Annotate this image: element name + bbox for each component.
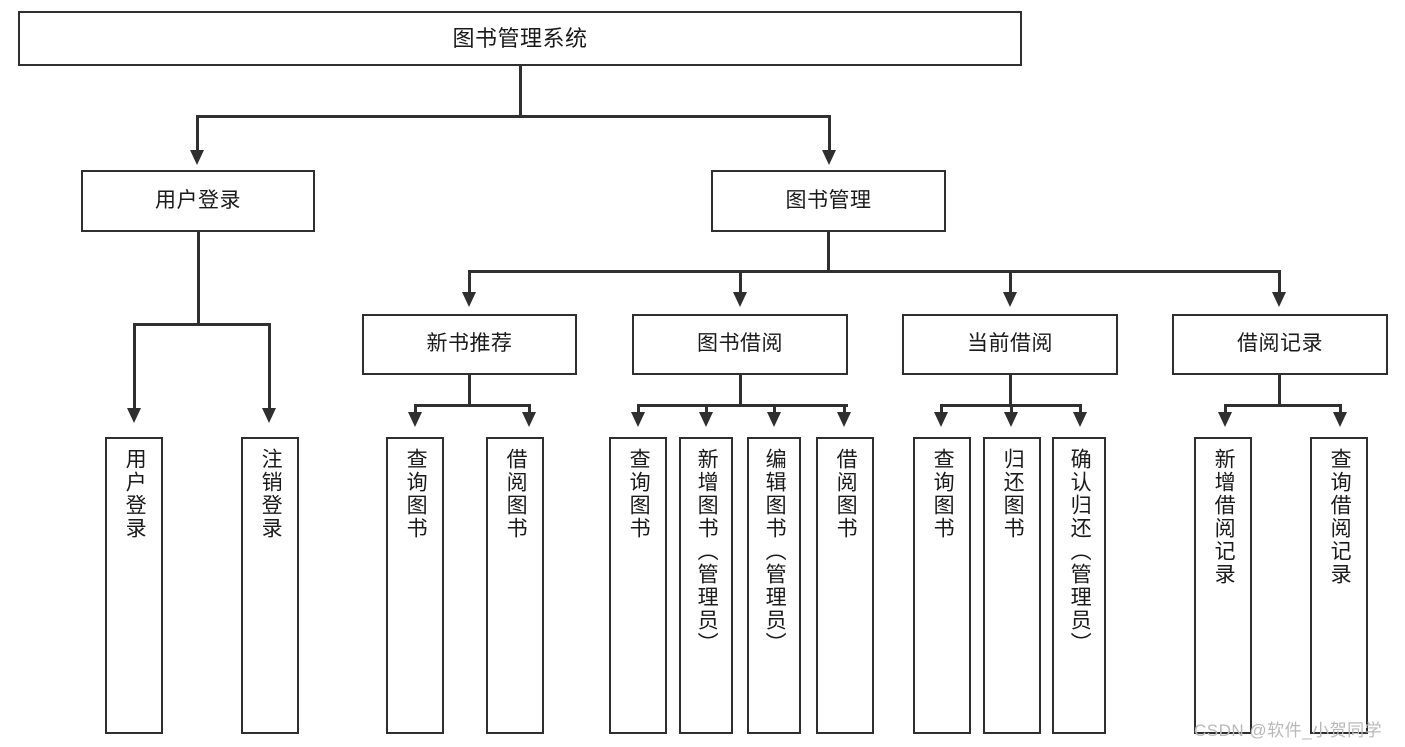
leaf-query-book-current[interactable]: 查询图书 bbox=[913, 437, 971, 734]
arrowhead-new-book-child-1 bbox=[408, 412, 422, 427]
connector-user-login-child-1 bbox=[133, 323, 136, 411]
leaf-edit-book-admin[interactable]: 编辑图书（管理员） bbox=[747, 437, 801, 734]
connector-to-current-borrow bbox=[1009, 270, 1012, 295]
arrowhead-book-borrow-child-2 bbox=[699, 412, 713, 427]
connector-user-login-drop bbox=[197, 232, 200, 325]
connector-new-book-drop bbox=[468, 375, 471, 406]
arrowhead-book-borrow-child-3 bbox=[767, 412, 781, 427]
connector-to-book-manage bbox=[828, 115, 831, 153]
connector-current-borrow-child-1 bbox=[940, 404, 943, 415]
node-root-system[interactable]: 图书管理系统 bbox=[18, 11, 1022, 66]
connector-root-drop bbox=[519, 66, 522, 116]
connector-to-user-login bbox=[196, 115, 199, 153]
leaf-query-borrow-record[interactable]: 查询借阅记录 bbox=[1310, 437, 1368, 734]
arrowhead-to-book-manage bbox=[822, 150, 836, 165]
arrowhead-current-borrow-child-1 bbox=[934, 412, 948, 427]
connector-user-login-child-2 bbox=[268, 323, 271, 411]
node-label: 查询借阅记录 bbox=[1328, 448, 1352, 586]
node-label: 归还图书 bbox=[1001, 448, 1025, 540]
connector-book-manage-bus bbox=[468, 270, 1280, 273]
arrowhead-user-login-child-2 bbox=[262, 408, 276, 423]
connector-book-borrow-drop bbox=[739, 375, 742, 406]
arrowhead-to-borrow-record bbox=[1272, 292, 1286, 307]
leaf-logout[interactable]: 注销登录 bbox=[241, 437, 299, 734]
arrowhead-borrow-record-child-1 bbox=[1218, 412, 1232, 427]
leaf-add-book-admin[interactable]: 新增图书（管理员） bbox=[679, 437, 733, 734]
arrowhead-to-book-borrow bbox=[733, 292, 747, 307]
node-label: 借阅图书 bbox=[504, 448, 528, 540]
connector-new-book-child-2 bbox=[528, 404, 531, 415]
connector-book-borrow-child-2 bbox=[705, 404, 708, 415]
node-label: 新增借阅记录 bbox=[1212, 448, 1236, 586]
leaf-return-book[interactable]: 归还图书 bbox=[983, 437, 1041, 734]
arrowhead-to-new-book bbox=[462, 292, 476, 307]
connector-to-new-book bbox=[468, 270, 471, 295]
connector-current-borrow-drop bbox=[1009, 375, 1012, 406]
arrowhead-book-borrow-child-1 bbox=[631, 412, 645, 427]
node-label: 注销登录 bbox=[259, 448, 283, 540]
arrowhead-new-book-child-2 bbox=[522, 412, 536, 427]
node-book-manage[interactable]: 图书管理 bbox=[711, 170, 946, 232]
node-book-borrow[interactable]: 图书借阅 bbox=[632, 314, 848, 375]
node-borrow-record[interactable]: 借阅记录 bbox=[1172, 314, 1388, 375]
connector-current-borrow-child-3 bbox=[1079, 404, 1082, 415]
node-label: 查询图书 bbox=[404, 448, 428, 540]
node-label: 当前借阅 bbox=[967, 332, 1053, 356]
arrowhead-user-login-child-1 bbox=[127, 408, 141, 423]
leaf-query-book-new[interactable]: 查询图书 bbox=[386, 437, 444, 734]
node-label: 借阅图书 bbox=[834, 448, 858, 540]
node-label: 图书管理系统 bbox=[452, 25, 588, 51]
node-label: 确认归还（管理员） bbox=[1068, 448, 1092, 655]
node-user-login[interactable]: 用户登录 bbox=[81, 170, 315, 232]
connector-book-borrow-child-1 bbox=[637, 404, 640, 415]
arrowhead-borrow-record-child-2 bbox=[1333, 412, 1347, 427]
node-label: 编辑图书（管理员） bbox=[763, 448, 787, 655]
arrowhead-current-borrow-child-2 bbox=[1004, 412, 1018, 427]
connector-root-bus bbox=[196, 115, 830, 118]
connector-current-borrow-child-2 bbox=[1010, 404, 1013, 415]
connector-to-book-borrow bbox=[739, 270, 742, 295]
leaf-borrow-book[interactable]: 借阅图书 bbox=[816, 437, 874, 734]
node-label: 新书推荐 bbox=[426, 332, 513, 356]
node-current-borrow[interactable]: 当前借阅 bbox=[902, 314, 1118, 375]
node-label: 用户登录 bbox=[123, 448, 147, 540]
connector-user-login-bus bbox=[133, 323, 270, 326]
node-new-book-recommend[interactable]: 新书推荐 bbox=[362, 314, 577, 375]
leaf-borrow-book-new[interactable]: 借阅图书 bbox=[486, 437, 544, 734]
leaf-add-borrow-record[interactable]: 新增借阅记录 bbox=[1194, 437, 1252, 734]
node-label: 查询图书 bbox=[931, 448, 955, 540]
leaf-user-login[interactable]: 用户登录 bbox=[105, 437, 163, 734]
node-label: 图书借阅 bbox=[697, 332, 783, 356]
connector-borrow-record-drop bbox=[1278, 375, 1281, 406]
node-label: 用户登录 bbox=[155, 188, 241, 212]
leaf-query-book-borrow[interactable]: 查询图书 bbox=[609, 437, 667, 734]
connector-borrow-record-child-2 bbox=[1339, 404, 1342, 415]
connector-borrow-record-child-1 bbox=[1224, 404, 1227, 415]
arrowhead-current-borrow-child-3 bbox=[1073, 412, 1087, 427]
node-label: 借阅记录 bbox=[1237, 332, 1323, 356]
connector-new-book-child-1 bbox=[414, 404, 417, 415]
connector-book-borrow-bus bbox=[637, 404, 848, 407]
connector-new-book-bus bbox=[414, 404, 530, 407]
arrowhead-to-current-borrow bbox=[1003, 292, 1017, 307]
arrowhead-to-user-login bbox=[190, 150, 204, 165]
connector-book-manage-drop bbox=[827, 232, 830, 272]
leaf-confirm-return-admin[interactable]: 确认归还（管理员） bbox=[1052, 437, 1106, 734]
node-label: 查询图书 bbox=[627, 448, 651, 540]
connector-book-borrow-child-4 bbox=[843, 404, 846, 415]
connector-book-borrow-child-3 bbox=[773, 404, 776, 415]
arrowhead-book-borrow-child-4 bbox=[837, 412, 851, 427]
node-label: 新增图书（管理员） bbox=[695, 448, 719, 655]
connector-to-borrow-record bbox=[1278, 270, 1281, 295]
node-label: 图书管理 bbox=[785, 188, 872, 212]
connector-borrow-record-bus bbox=[1224, 404, 1341, 407]
